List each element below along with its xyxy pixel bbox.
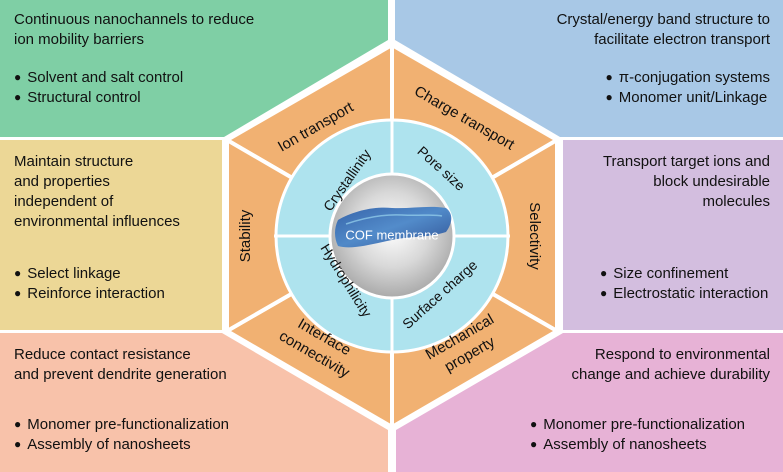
- label-stability: Stability: [237, 209, 254, 262]
- bottom-right-bullets: Monomer pre-functionalization Assembly o…: [530, 415, 770, 455]
- top-left-bullet-1: Solvent and salt control: [14, 68, 254, 88]
- mid-right-bullet-2: Electrostatic interaction: [600, 284, 770, 304]
- bottom-left-bullets: Monomer pre-functionalization Assembly o…: [14, 415, 229, 455]
- mid-left-desc-line1: Maintain structure: [14, 153, 134, 170]
- panel-mid-right: Transport target ions and block undesira…: [570, 152, 770, 304]
- mid-left-desc-line2: and properties: [14, 173, 110, 190]
- top-left-bullet-2: Structural control: [14, 88, 254, 108]
- label-cof-membrane: COF membrane: [345, 227, 438, 242]
- top-left-desc-line2: ion mobility barriers: [14, 31, 145, 48]
- top-right-bullet-1: π-conjugation systems: [606, 68, 770, 88]
- top-right-bullet-2: Monomer unit/Linkage: [606, 88, 771, 108]
- mid-left-desc-line4: environmental influences: [14, 213, 180, 230]
- bottom-right-desc-line2: change and achieve durability: [571, 366, 770, 383]
- mid-right-desc-line2: block undesirable: [653, 173, 770, 190]
- mid-right-desc-line1: Transport target ions and: [602, 153, 770, 170]
- panel-bottom-left: Reduce contact resistance and prevent de…: [14, 345, 229, 455]
- top-left-desc-line1: Continuous nanochannels to reduce: [14, 11, 255, 28]
- membrane-sheet-highlight: [345, 214, 443, 225]
- top-right-desc-line1: Crystal/energy band structure to: [556, 11, 770, 28]
- bottom-left-bullet-1: Monomer pre-functionalization: [14, 415, 229, 435]
- mid-right-desc-line3: molecules: [702, 193, 770, 210]
- top-left-bullets: Solvent and salt control Structural cont…: [14, 68, 254, 108]
- label-selectivity: Selectivity: [526, 202, 543, 270]
- bottom-left-desc-line2: and prevent dendrite generation: [14, 366, 227, 383]
- mid-right-bullet-1: Size confinement: [600, 264, 770, 284]
- top-right-bullets: π-conjugation systems Monomer unit/Linka…: [606, 68, 771, 108]
- mid-left-desc-line3: independent of: [14, 193, 114, 210]
- bottom-left-desc-line1: Reduce contact resistance: [14, 346, 191, 363]
- bottom-right-bullet-1: Monomer pre-functionalization: [530, 415, 770, 435]
- bottom-right-bullet-2: Assembly of nanosheets: [530, 435, 770, 455]
- mid-right-bullets: Size confinement Electrostatic interacti…: [600, 264, 770, 304]
- panel-top-right: Crystal/energy band structure to facilit…: [557, 10, 770, 108]
- panel-mid-left: Maintain structure and properties indepe…: [14, 152, 180, 304]
- mid-left-bullet-1: Select linkage: [14, 264, 180, 284]
- bottom-left-bullet-2: Assembly of nanosheets: [14, 435, 229, 455]
- mid-left-bullets: Select linkage Reinforce interaction: [14, 264, 180, 304]
- panel-top-left: Continuous nanochannels to reduce ion mo…: [14, 10, 254, 108]
- membrane-sheet-icon: [335, 206, 452, 248]
- mid-left-bullet-2: Reinforce interaction: [14, 284, 180, 304]
- top-right-desc-line2: facilitate electron transport: [594, 31, 770, 48]
- panel-bottom-right: Respond to environmental change and achi…: [530, 345, 770, 455]
- bottom-right-desc-line1: Respond to environmental: [594, 346, 770, 363]
